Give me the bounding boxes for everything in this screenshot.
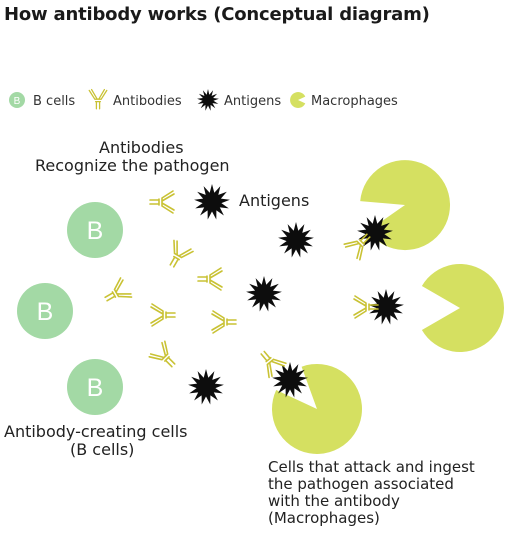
- bcells-label-line2: (B cells): [70, 440, 135, 459]
- antigen: [272, 362, 308, 398]
- macrophage: [272, 363, 363, 454]
- legend-antibody-icon: [88, 88, 108, 110]
- legend-b-cell-icon: [9, 92, 25, 108]
- macrophages-label-line2: the pathogen associated: [268, 475, 454, 493]
- recognize-label-line2: Recognize the pathogen: [35, 156, 230, 175]
- macrophages-label-line1: Cells that attack and ingest: [268, 458, 475, 476]
- antibody: [147, 339, 182, 374]
- b-cell: B: [67, 202, 123, 258]
- legend-b-cells-label: B cells: [33, 94, 75, 109]
- antibody: [211, 310, 237, 334]
- legend-antigen-icon: [197, 89, 219, 111]
- macrophages-label-line4: (Macrophages): [268, 509, 380, 527]
- legend-macrophages-label: Macrophages: [311, 94, 398, 109]
- macrophages-label-line3: with the antibody: [268, 492, 400, 510]
- antibody: [99, 276, 134, 310]
- antigens-label: Antigens: [239, 191, 310, 210]
- antigen: [278, 222, 314, 258]
- legend-antigens-label: Antigens: [224, 94, 281, 109]
- antibody: [161, 238, 195, 273]
- legend-b-cell-glyph: B: [14, 96, 21, 107]
- antibody: [197, 267, 223, 291]
- antigen: [246, 276, 282, 312]
- diagram-title: How antibody works (Conceptual diagram): [4, 4, 430, 25]
- b-cell-glyph: B: [87, 374, 104, 402]
- legend-antibodies-label: Antibodies: [113, 94, 182, 109]
- b-cell: B: [17, 283, 73, 339]
- b-cell-glyph: B: [87, 217, 104, 245]
- b-cell: B: [67, 359, 123, 415]
- antigen: [368, 289, 404, 325]
- legend: B B cells Antibodies Antigens Macrophage…: [9, 88, 398, 111]
- antibody: [150, 303, 176, 327]
- macrophage: [421, 264, 505, 352]
- b-cell-glyph: B: [37, 298, 54, 326]
- bcells-label-line1: Antibody-creating cells: [4, 422, 188, 441]
- legend-macrophage-icon: [290, 92, 306, 108]
- antibody: [149, 190, 175, 214]
- antigen: [188, 369, 224, 405]
- recognize-label-line1: Antibodies: [99, 138, 184, 157]
- antigen: [194, 184, 230, 220]
